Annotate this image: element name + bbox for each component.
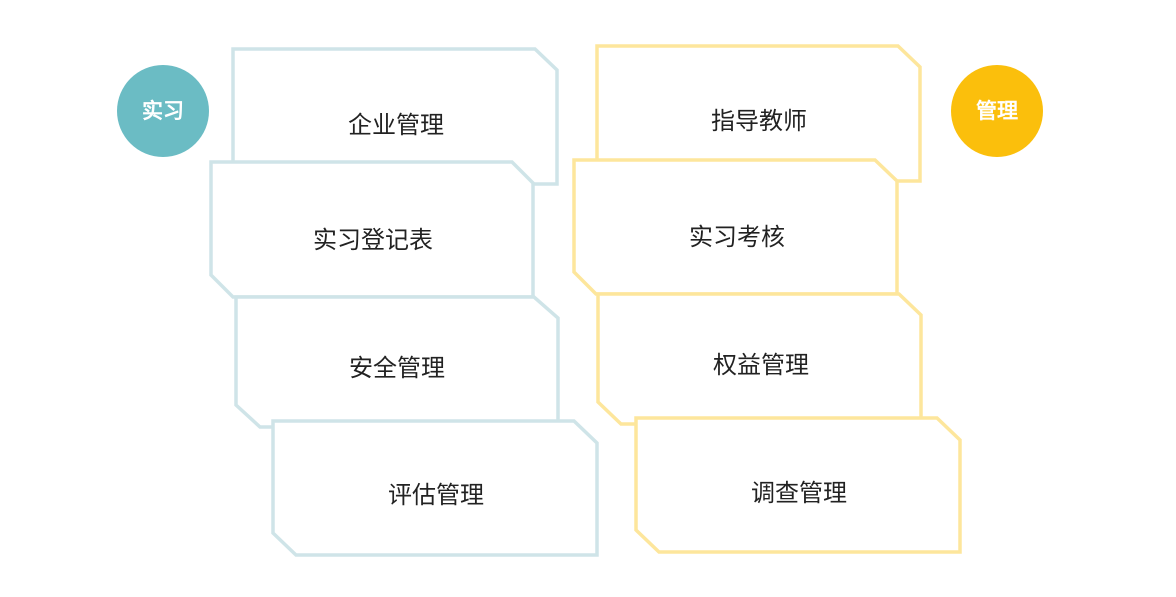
item-label: 安全管理	[349, 354, 445, 382]
item-label: 指导教师	[711, 107, 807, 135]
item-label: 实习登记表	[313, 226, 433, 254]
item-label: 调查管理	[751, 479, 847, 507]
badge-circle-management	[951, 65, 1043, 157]
item-label: 实习考核	[689, 223, 785, 251]
item-label: 权益管理	[713, 351, 809, 379]
right-item-3[interactable]: 权益管理	[596, 292, 923, 426]
item-label: 评估管理	[388, 481, 484, 509]
badge-label-management: 管理	[976, 99, 1018, 123]
right-group: 管理 指导教师 实习考核 权益管理 调查管理	[572, 44, 1043, 554]
badge-circle-internship	[117, 65, 209, 157]
right-item-2[interactable]: 实习考核	[572, 158, 899, 296]
item-label: 企业管理	[348, 111, 444, 139]
left-item-3[interactable]: 安全管理	[234, 295, 560, 429]
left-item-2[interactable]: 实习登记表	[209, 160, 535, 299]
badge-label-internship: 实习	[142, 99, 184, 123]
right-item-4[interactable]: 调查管理	[634, 416, 962, 554]
left-item-4[interactable]: 评估管理	[271, 419, 599, 557]
right-item-1[interactable]: 指导教师	[595, 44, 922, 183]
left-group: 实习 企业管理 实习登记表 安全管理 评估管理	[117, 47, 599, 557]
